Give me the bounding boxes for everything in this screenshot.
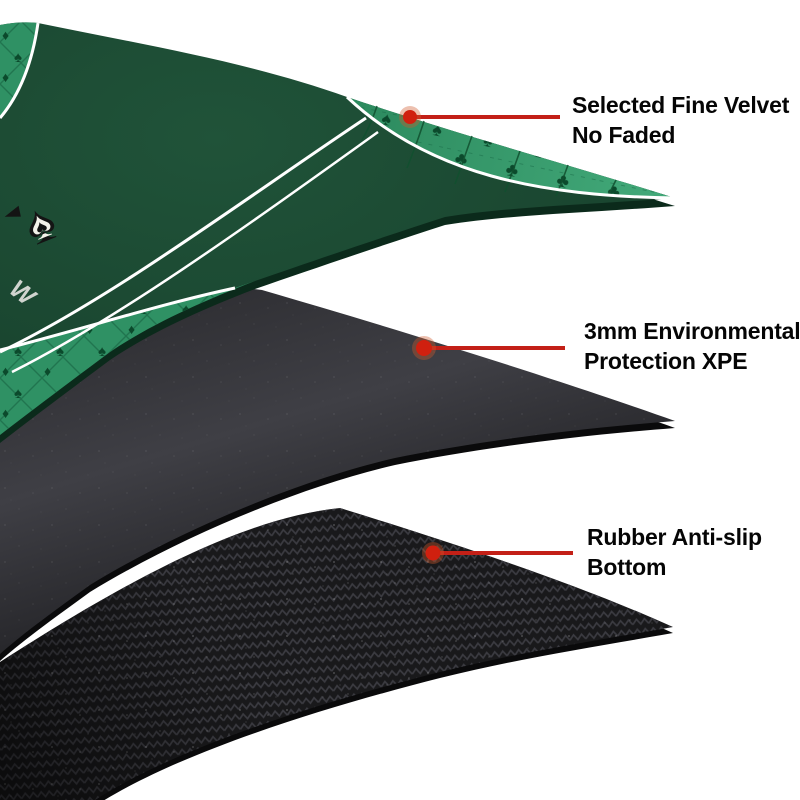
callout-dot-velvet [403, 110, 417, 124]
label-line: Protection XPE [584, 348, 748, 374]
rubber-bottom-layer [0, 508, 673, 800]
xpe-speckles [0, 285, 675, 654]
mat-border-band-corner-suits [0, 22, 38, 118]
layer-label-rubber: Rubber Anti-slip Bottom [587, 522, 762, 582]
callout-dot-rubber [425, 545, 441, 561]
callout-pointers [399, 106, 573, 564]
layer-label-velvet: Selected Fine Velvet No Faded [572, 90, 789, 150]
mat-felt-surface [0, 22, 675, 435]
spade-logo-pennant [4, 205, 21, 217]
label-line: Selected Fine Velvet [572, 92, 790, 118]
mat-betting-line-outer [0, 116, 367, 354]
callout-dot-xpe [416, 340, 432, 356]
mat-betting-line-inner [11, 130, 379, 374]
velvet-mat-layer: ♠ ♠ ♠ W [0, 22, 676, 443]
mat-border-line-bottom [0, 286, 236, 352]
layer-label-xpe: 3mm Environmental Protection XPE [584, 316, 800, 376]
label-line: Bottom [587, 554, 667, 580]
label-line: No Faded [572, 122, 676, 148]
mat-border-band-bottom-suits [0, 281, 255, 435]
rubber-shading [0, 508, 673, 800]
xpe-foam-layer [0, 285, 675, 661]
mat-border-line-corner [0, 22, 40, 119]
label-line: 3mm Environmental [584, 318, 800, 344]
label-line: Rubber Anti-slip [587, 524, 762, 550]
mat-border-line-top [345, 95, 676, 200]
